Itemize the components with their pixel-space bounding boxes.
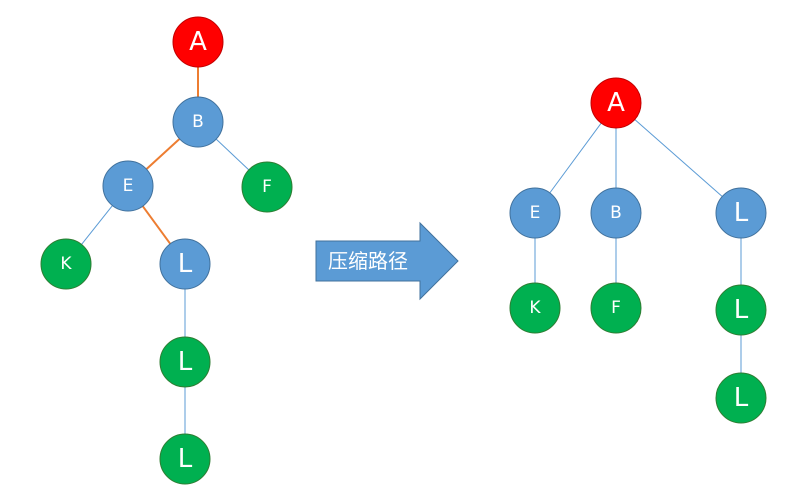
node-label: E bbox=[530, 203, 541, 223]
node-circle bbox=[509, 187, 561, 239]
node-label: A bbox=[189, 27, 207, 57]
node-label: E bbox=[123, 176, 134, 196]
node-label: K bbox=[529, 298, 541, 318]
node-l1: L bbox=[159, 238, 211, 290]
node-e: E bbox=[509, 187, 561, 239]
compress-arrow-label: 压缩路径 bbox=[328, 249, 408, 273]
node-l1: L bbox=[715, 187, 767, 239]
node-label: L bbox=[178, 347, 193, 377]
node-circle bbox=[590, 77, 642, 129]
node-label: L bbox=[734, 295, 749, 325]
after-tree: A E B L K F L L bbox=[509, 77, 767, 424]
node-label: F bbox=[262, 177, 272, 197]
node-label: L bbox=[178, 249, 193, 279]
node-circle bbox=[715, 187, 767, 239]
node-l2: L bbox=[159, 336, 211, 388]
node-l3: L bbox=[159, 433, 211, 485]
node-circle bbox=[590, 282, 642, 334]
node-e: E bbox=[102, 160, 154, 212]
node-l3: L bbox=[715, 372, 767, 424]
node-circle bbox=[715, 284, 767, 336]
node-label: K bbox=[60, 254, 72, 274]
node-b: B bbox=[172, 96, 224, 148]
node-circle bbox=[172, 16, 224, 68]
edge-a-e bbox=[549, 122, 602, 194]
node-f: F bbox=[590, 282, 642, 334]
node-b: B bbox=[590, 187, 642, 239]
node-k: K bbox=[509, 282, 561, 334]
compress-arrow-shape bbox=[315, 221, 459, 301]
before-tree-edges bbox=[81, 67, 250, 434]
node-label: F bbox=[611, 298, 621, 318]
edge-a-l1 bbox=[634, 119, 723, 197]
edge-e-l1 bbox=[141, 205, 172, 245]
node-circle bbox=[159, 336, 211, 388]
node-circle bbox=[159, 433, 211, 485]
node-label: A bbox=[607, 88, 625, 118]
node-label: L bbox=[734, 198, 749, 228]
node-label: B bbox=[192, 112, 204, 132]
node-circle bbox=[102, 160, 154, 212]
node-a: A bbox=[590, 77, 642, 129]
node-circle bbox=[715, 372, 767, 424]
node-circle bbox=[509, 282, 561, 334]
node-label: L bbox=[734, 383, 749, 413]
node-circle bbox=[159, 238, 211, 290]
node-circle bbox=[590, 187, 642, 239]
node-circle bbox=[241, 161, 293, 213]
node-f: F bbox=[241, 161, 293, 213]
before-tree: A B E F K L L L bbox=[40, 16, 293, 485]
node-circle bbox=[40, 238, 92, 290]
edge-b-f bbox=[215, 138, 250, 171]
compress-arrow: 压缩路径 bbox=[315, 221, 459, 301]
edge-e-k bbox=[81, 205, 113, 245]
node-label: B bbox=[610, 203, 622, 223]
node-l2: L bbox=[715, 284, 767, 336]
node-label: L bbox=[178, 444, 193, 474]
node-circle bbox=[172, 96, 224, 148]
node-k: K bbox=[40, 238, 92, 290]
node-a: A bbox=[172, 16, 224, 68]
edge-b-e bbox=[145, 138, 181, 170]
after-tree-edges bbox=[534, 119, 742, 373]
